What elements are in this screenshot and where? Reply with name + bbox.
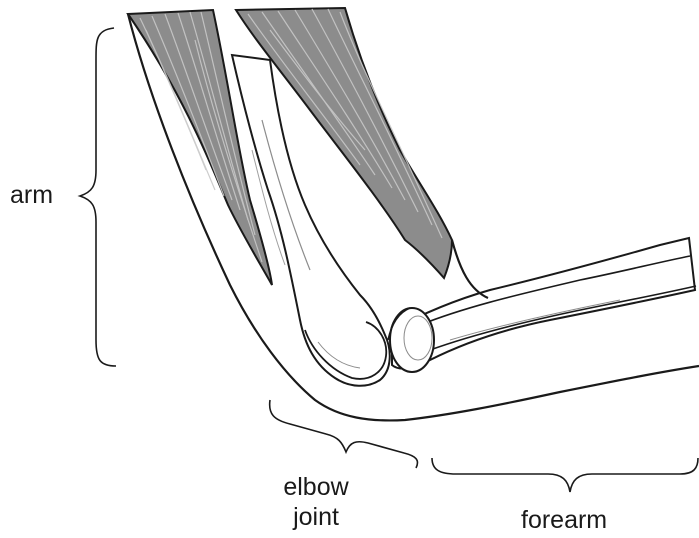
elbow-joint-label: elbow joint bbox=[281, 472, 351, 532]
elbow-joint-label-line2: joint bbox=[281, 502, 351, 532]
forearm-brace bbox=[432, 458, 698, 492]
forearm-label: forearm bbox=[521, 505, 607, 535]
triceps-muscle bbox=[128, 10, 272, 285]
elbow-joint-brace bbox=[270, 400, 418, 468]
arm-brace bbox=[80, 28, 116, 366]
arm-label: arm bbox=[10, 180, 53, 210]
elbow-joint-label-line1: elbow bbox=[281, 472, 351, 502]
